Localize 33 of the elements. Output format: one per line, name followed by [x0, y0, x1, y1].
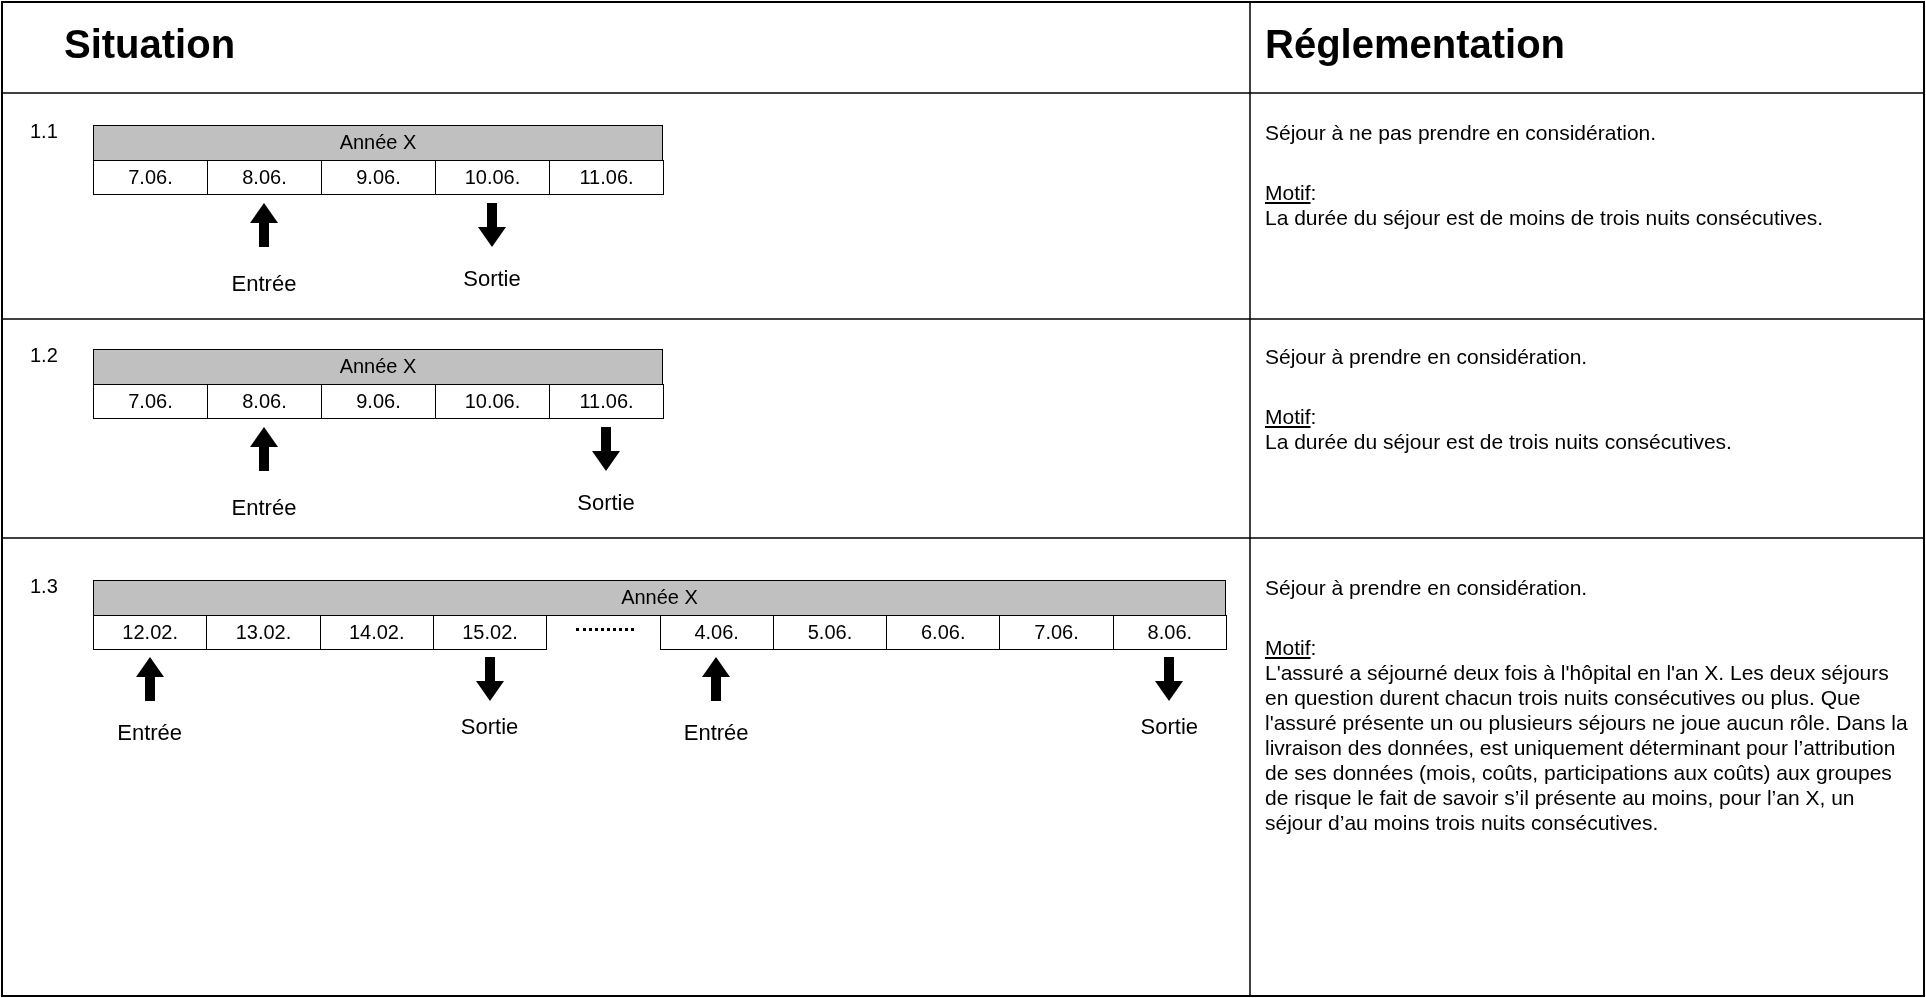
date-cell: 12.02.	[93, 615, 208, 650]
reason-heading: Motif:	[1265, 180, 1317, 205]
date-cell: 11.06.	[549, 160, 664, 195]
column-header: Situation	[64, 22, 236, 67]
date-cell: 7.06.	[93, 160, 208, 195]
exit-label: Sortie	[460, 714, 519, 740]
reason-heading: Motif:	[1265, 404, 1317, 429]
date-cell: 8.06.	[1112, 615, 1227, 650]
rule-statement: Séjour à prendre en considération.	[1265, 575, 1589, 600]
row-number: 1.2	[30, 344, 58, 367]
reason-text: L'assuré a séjourné deux fois à l'hôpital en l'an X. Les deux séjours en question durent chacun trois nuits consécutives ou plus. Que l'assuré présente un ou plusieurs séjours ne joue aucun rôle. Dans la livraison des données, est uniquement déterminant pour l’attribution de ses données (mois, coûts, participations aux coûts) aux groupes de risque le fait de savoir s’il présente au moins, pour l’an X, un séjour d’au moins trois nuits consécutives.	[1265, 660, 1909, 835]
entry-label: Entrée	[231, 271, 297, 297]
year-header: Année X	[93, 580, 1226, 616]
row-number: 1.1	[30, 120, 58, 143]
reason-text: La durée du séjour est de moins de trois nuits consécutives.	[1265, 205, 1824, 230]
rule-statement: Séjour à prendre en considération.	[1265, 344, 1589, 369]
row-number: 1.3	[30, 575, 58, 598]
entry-label: Entrée	[231, 495, 297, 521]
year-header: Année X	[93, 125, 663, 161]
exit-label: Sortie	[1140, 714, 1199, 740]
column-header: Réglementation	[1265, 22, 1566, 67]
reason-text: La durée du séjour est de trois nuits consécutives.	[1265, 429, 1733, 454]
year-header: Année X	[93, 349, 663, 385]
reason-heading: Motif:	[1265, 635, 1317, 660]
date-cell: 15.02.	[432, 615, 548, 650]
exit-label: Sortie	[577, 490, 635, 516]
date-cell: 4.06.	[659, 615, 774, 650]
entry-label: Entrée	[683, 720, 749, 746]
exit-label: Sortie	[463, 266, 521, 292]
date-cell: 7.06.	[93, 384, 208, 419]
rule-statement: Séjour à ne pas prendre en considération.	[1265, 120, 1658, 145]
date-cell: 11.06.	[549, 384, 664, 419]
entry-label: Entrée	[117, 720, 183, 746]
